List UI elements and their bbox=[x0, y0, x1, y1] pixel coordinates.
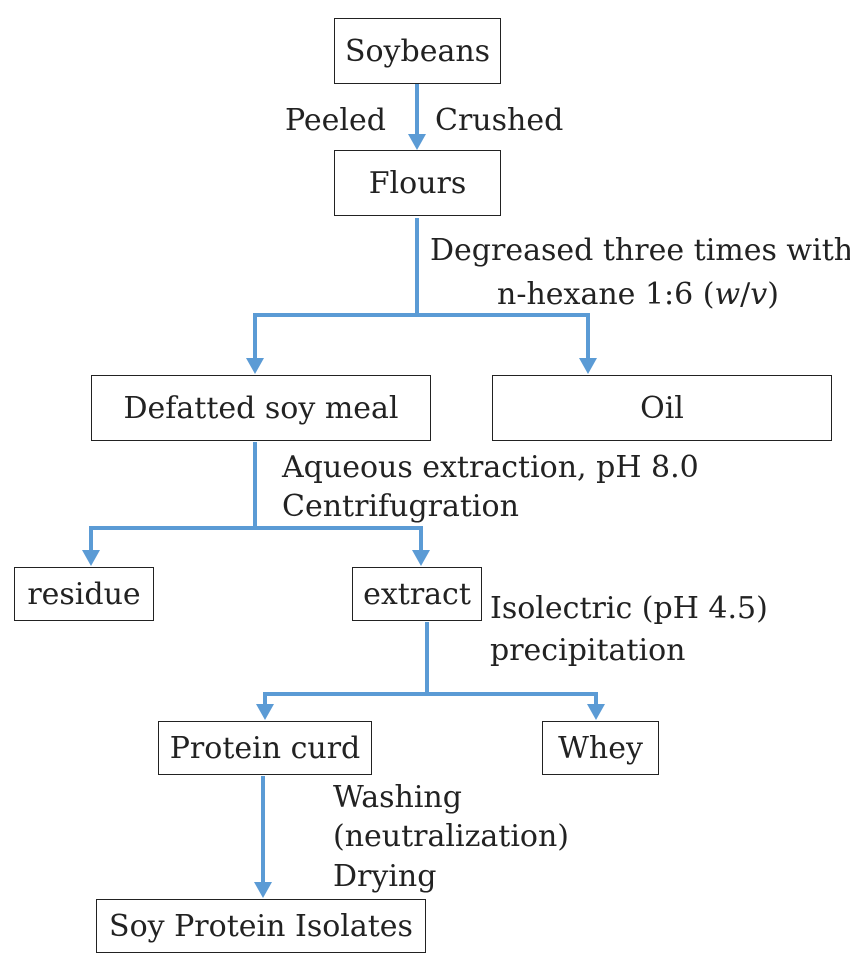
arrowhead-curd bbox=[256, 704, 274, 720]
label-washing: Washing bbox=[333, 780, 462, 815]
node-residue: residue bbox=[14, 567, 154, 621]
arrowhead-residue bbox=[82, 550, 100, 566]
label-degreased-line2: n-hexane 1:6 (w/v) bbox=[497, 274, 779, 316]
node-oil: Oil bbox=[492, 375, 832, 441]
label-drying: Drying bbox=[333, 859, 437, 894]
arrowhead-defatted bbox=[246, 358, 264, 374]
arrowhead-flours bbox=[408, 134, 426, 150]
label-degreased-w: w bbox=[714, 277, 741, 312]
arrowhead-whey bbox=[587, 704, 605, 720]
label-degreased-slash: / bbox=[740, 277, 751, 312]
node-extract: extract bbox=[352, 567, 482, 621]
label-neutralization: (neutralization) bbox=[333, 819, 570, 854]
arrowhead-oil bbox=[579, 358, 597, 374]
label-degreased-prefix: n-hexane 1:6 ( bbox=[497, 277, 715, 312]
node-soybeans: Soybeans bbox=[334, 18, 501, 84]
label-isoelectric: Isolectric (pH 4.5) bbox=[490, 591, 768, 626]
node-defatted-soy-meal: Defatted soy meal bbox=[91, 375, 431, 441]
label-centrifugation: Centrifugration bbox=[282, 489, 519, 524]
label-degreased-v: v bbox=[750, 277, 768, 312]
label-degreased-suffix: ) bbox=[767, 277, 779, 312]
label-peeled: Peeled bbox=[285, 103, 386, 138]
node-protein-curd: Protein curd bbox=[158, 721, 372, 775]
arrowhead-isolates bbox=[254, 882, 272, 898]
label-aqueous-extraction: Aqueous extraction, pH 8.0 bbox=[282, 450, 699, 485]
node-whey: Whey bbox=[542, 721, 659, 775]
label-precipitation: precipitation bbox=[490, 633, 686, 668]
label-crushed: Crushed bbox=[435, 103, 564, 138]
label-degreased-line1: Degreased three times with bbox=[430, 233, 850, 268]
node-flours: Flours bbox=[334, 150, 501, 216]
node-soy-protein-isolates: Soy Protein Isolates bbox=[96, 899, 426, 953]
arrowhead-extract bbox=[412, 550, 430, 566]
